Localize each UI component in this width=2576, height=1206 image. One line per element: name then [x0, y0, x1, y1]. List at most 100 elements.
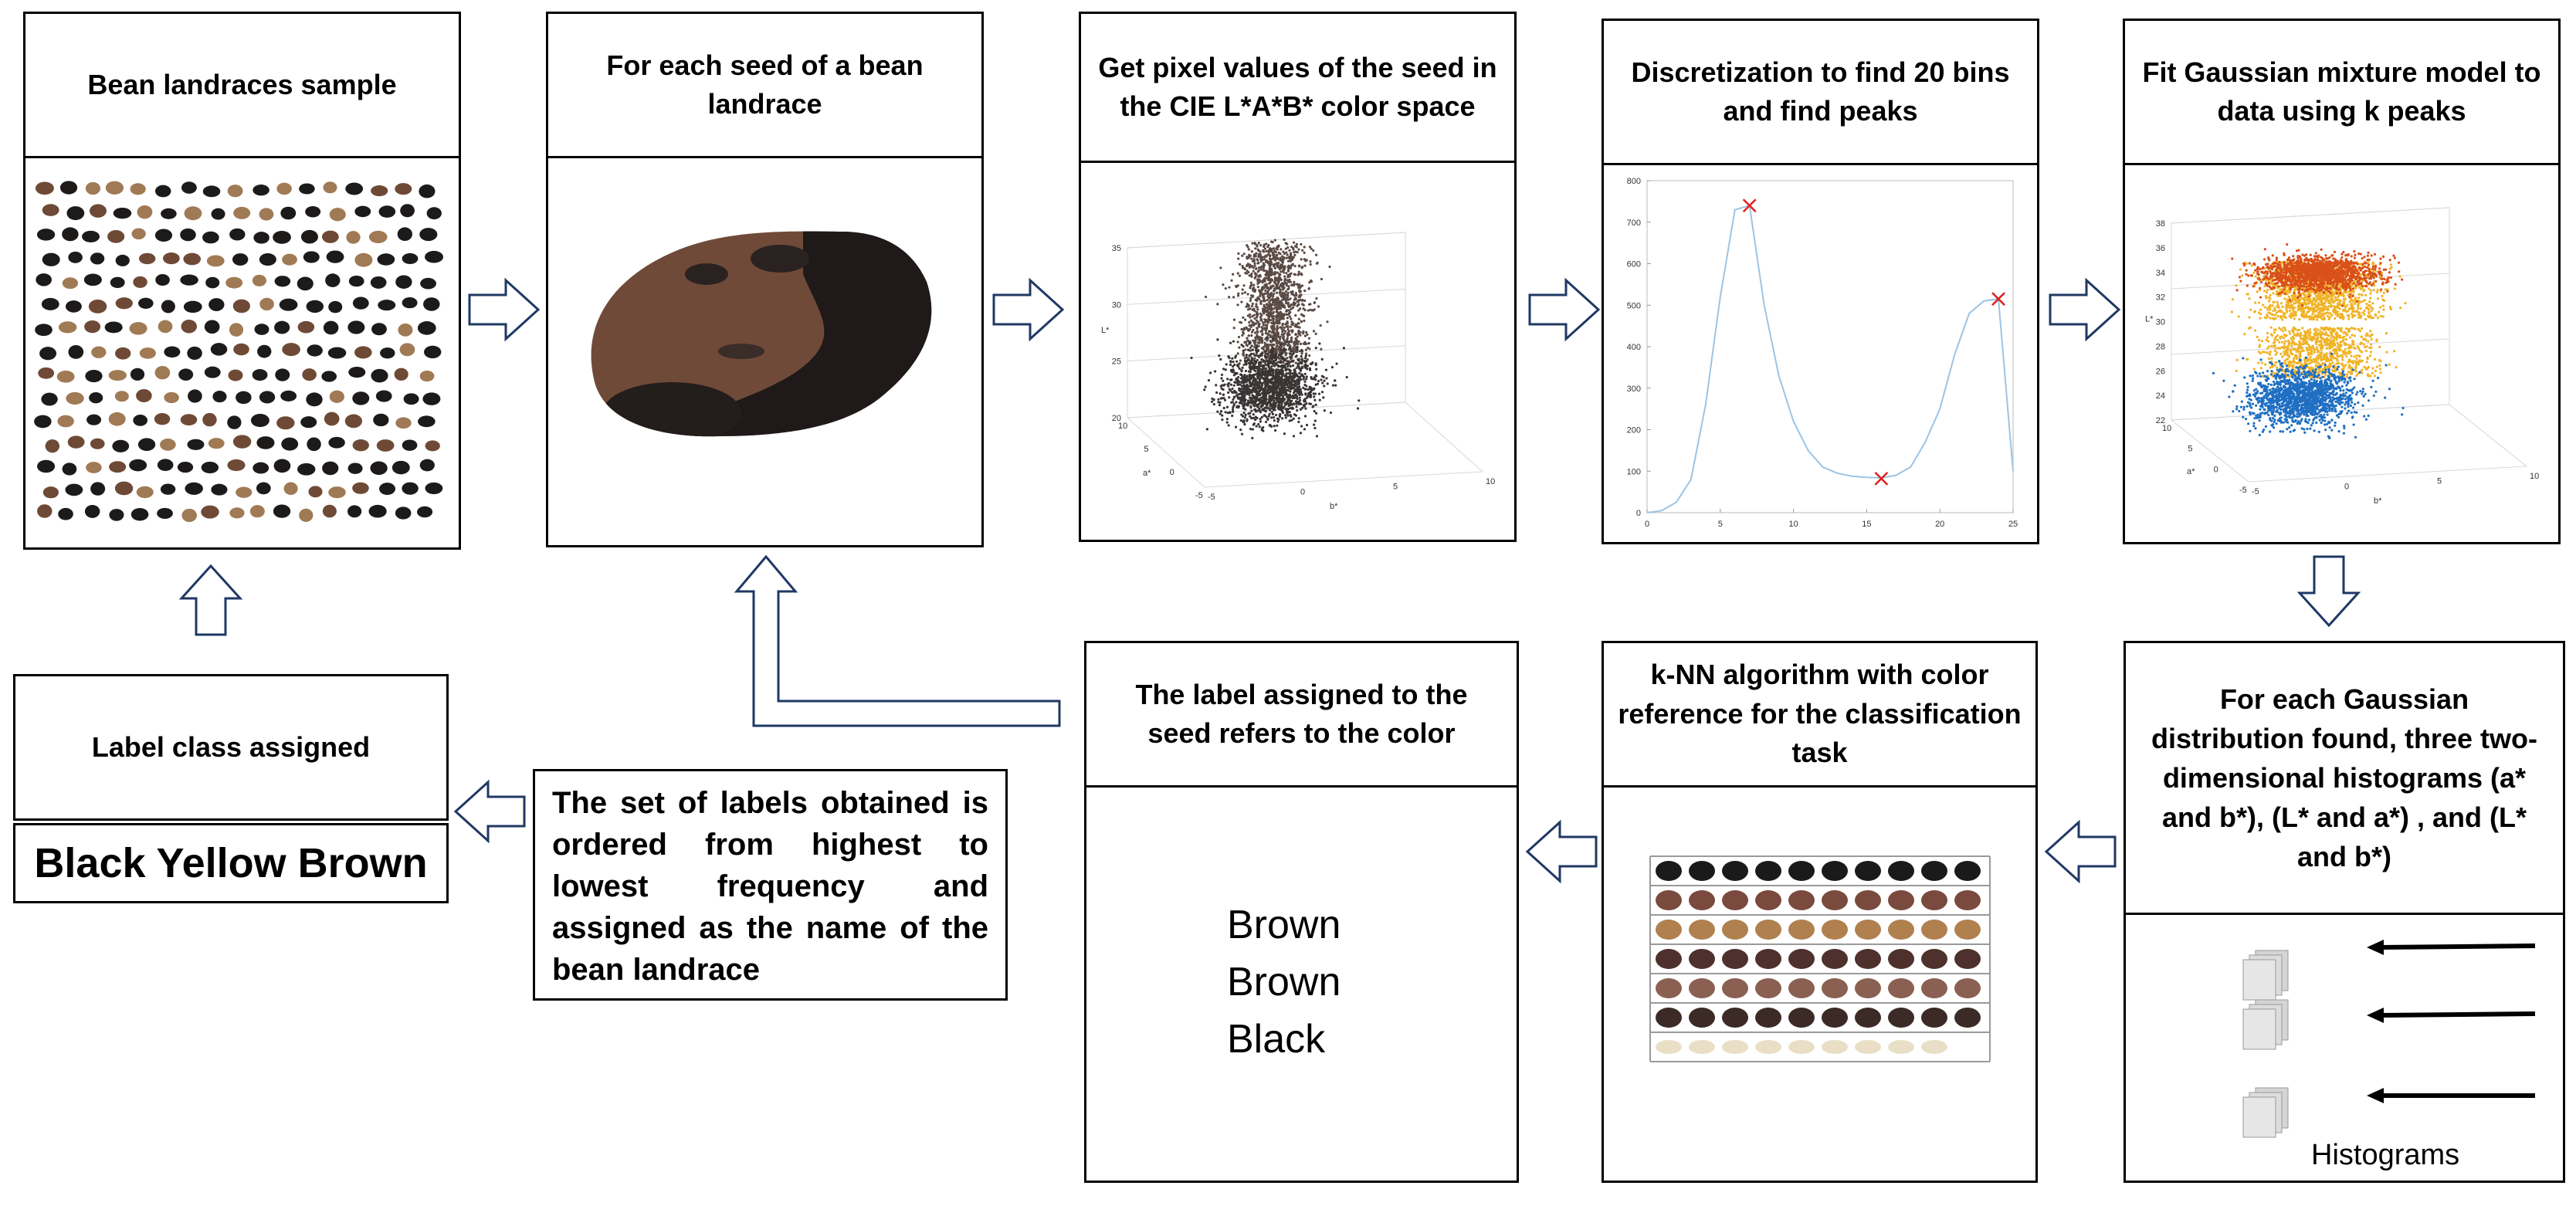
data-point-mid — [2362, 290, 2365, 293]
data-point — [1212, 403, 1215, 406]
data-point — [1267, 379, 1270, 382]
data-point — [1253, 385, 1256, 389]
data-point — [1301, 249, 1304, 252]
data-point — [1290, 340, 1293, 344]
data-point — [1334, 379, 1337, 382]
data-point — [1242, 379, 1246, 382]
data-point — [1293, 379, 1296, 383]
data-point — [1308, 354, 1311, 357]
data-point — [1299, 398, 1302, 402]
data-point — [1263, 341, 1266, 344]
data-point — [1274, 250, 1277, 254]
data-point — [1235, 377, 1238, 381]
data-point — [1283, 275, 1286, 278]
data-point — [1242, 252, 1246, 256]
data-point — [1190, 356, 1193, 360]
data-point — [1283, 286, 1286, 290]
data-point — [1313, 376, 1316, 379]
data-point — [1264, 289, 1267, 293]
data-point — [1274, 359, 1277, 362]
bean-seed — [157, 507, 173, 519]
bean-seed — [187, 439, 205, 450]
data-point — [1283, 332, 1286, 335]
data-point-mid — [2271, 283, 2274, 286]
data-point — [1287, 378, 1290, 381]
data-point-mid — [2290, 305, 2293, 308]
bean-seed — [110, 276, 125, 289]
bean-seed — [154, 185, 171, 198]
bean-seed — [280, 390, 297, 401]
data-point — [1290, 272, 1293, 275]
data-point — [1246, 383, 1249, 386]
data-point — [1269, 305, 1272, 308]
data-point — [1288, 393, 1291, 396]
data-point — [1223, 383, 1226, 386]
data-point — [1246, 337, 1249, 340]
step-each-seed-header: For each seed of a bean landrace — [546, 12, 984, 158]
data-point — [1242, 412, 1246, 415]
data-point — [1241, 415, 1245, 418]
data-point — [1238, 367, 1241, 370]
bean-seed — [227, 185, 243, 198]
data-point-mid — [2369, 296, 2372, 300]
data-point — [1247, 361, 1250, 364]
data-point — [1249, 284, 1252, 288]
data-point — [1287, 264, 1290, 267]
data-point-mid — [2269, 293, 2272, 296]
data-point — [1215, 384, 1218, 387]
data-point — [1280, 343, 1283, 346]
bean-seed — [256, 482, 271, 495]
data-point — [1283, 378, 1286, 381]
data-point — [1290, 418, 1293, 422]
data-point-mid — [2256, 290, 2259, 293]
bean-seed — [62, 277, 79, 290]
data-point-mid — [2334, 307, 2337, 310]
data-point — [1226, 383, 1229, 386]
data-point — [1301, 298, 1304, 302]
data-point — [1280, 364, 1283, 368]
data-point — [1245, 388, 1248, 391]
data-point — [1257, 266, 1261, 269]
data-point — [1272, 247, 1276, 250]
data-point-mid — [2259, 313, 2262, 316]
data-point-mid — [2344, 297, 2347, 300]
data-point — [1269, 403, 1273, 406]
data-point — [1289, 344, 1292, 347]
data-point — [1262, 266, 1265, 269]
data-point — [1228, 286, 1231, 289]
data-point-mid — [2359, 284, 2363, 287]
z-tick-label: 34 — [2156, 269, 2165, 278]
data-point — [1266, 286, 1269, 290]
data-point — [1269, 378, 1273, 381]
bean-seed — [35, 181, 54, 195]
bean-seed — [208, 298, 225, 312]
data-point — [1265, 273, 1268, 276]
data-point-mid — [2347, 314, 2351, 317]
bean-seed — [395, 417, 412, 429]
data-point — [1205, 428, 1208, 431]
data-point — [1283, 347, 1286, 350]
data-point — [1256, 416, 1259, 420]
bean-seed — [67, 435, 85, 449]
data-point-mid — [2281, 305, 2284, 308]
bean-seed — [185, 482, 203, 495]
data-point — [1295, 354, 1298, 357]
data-point-top — [2245, 273, 2248, 276]
bean-seed — [253, 232, 269, 244]
data-point — [1246, 399, 1250, 402]
data-point — [1263, 327, 1266, 330]
data-point — [1249, 365, 1252, 368]
data-point — [1216, 410, 1219, 413]
data-point — [1236, 364, 1239, 367]
data-point — [1307, 309, 1310, 312]
data-point-mid — [2265, 296, 2268, 300]
data-point — [1271, 241, 1274, 244]
data-point — [1218, 404, 1222, 407]
bean-seed — [35, 324, 53, 337]
data-point — [1227, 391, 1230, 395]
data-point — [1255, 266, 1258, 270]
data-point — [1235, 371, 1239, 375]
data-point-mid — [2367, 303, 2371, 307]
data-point — [1265, 249, 1268, 252]
data-point — [1270, 353, 1273, 356]
